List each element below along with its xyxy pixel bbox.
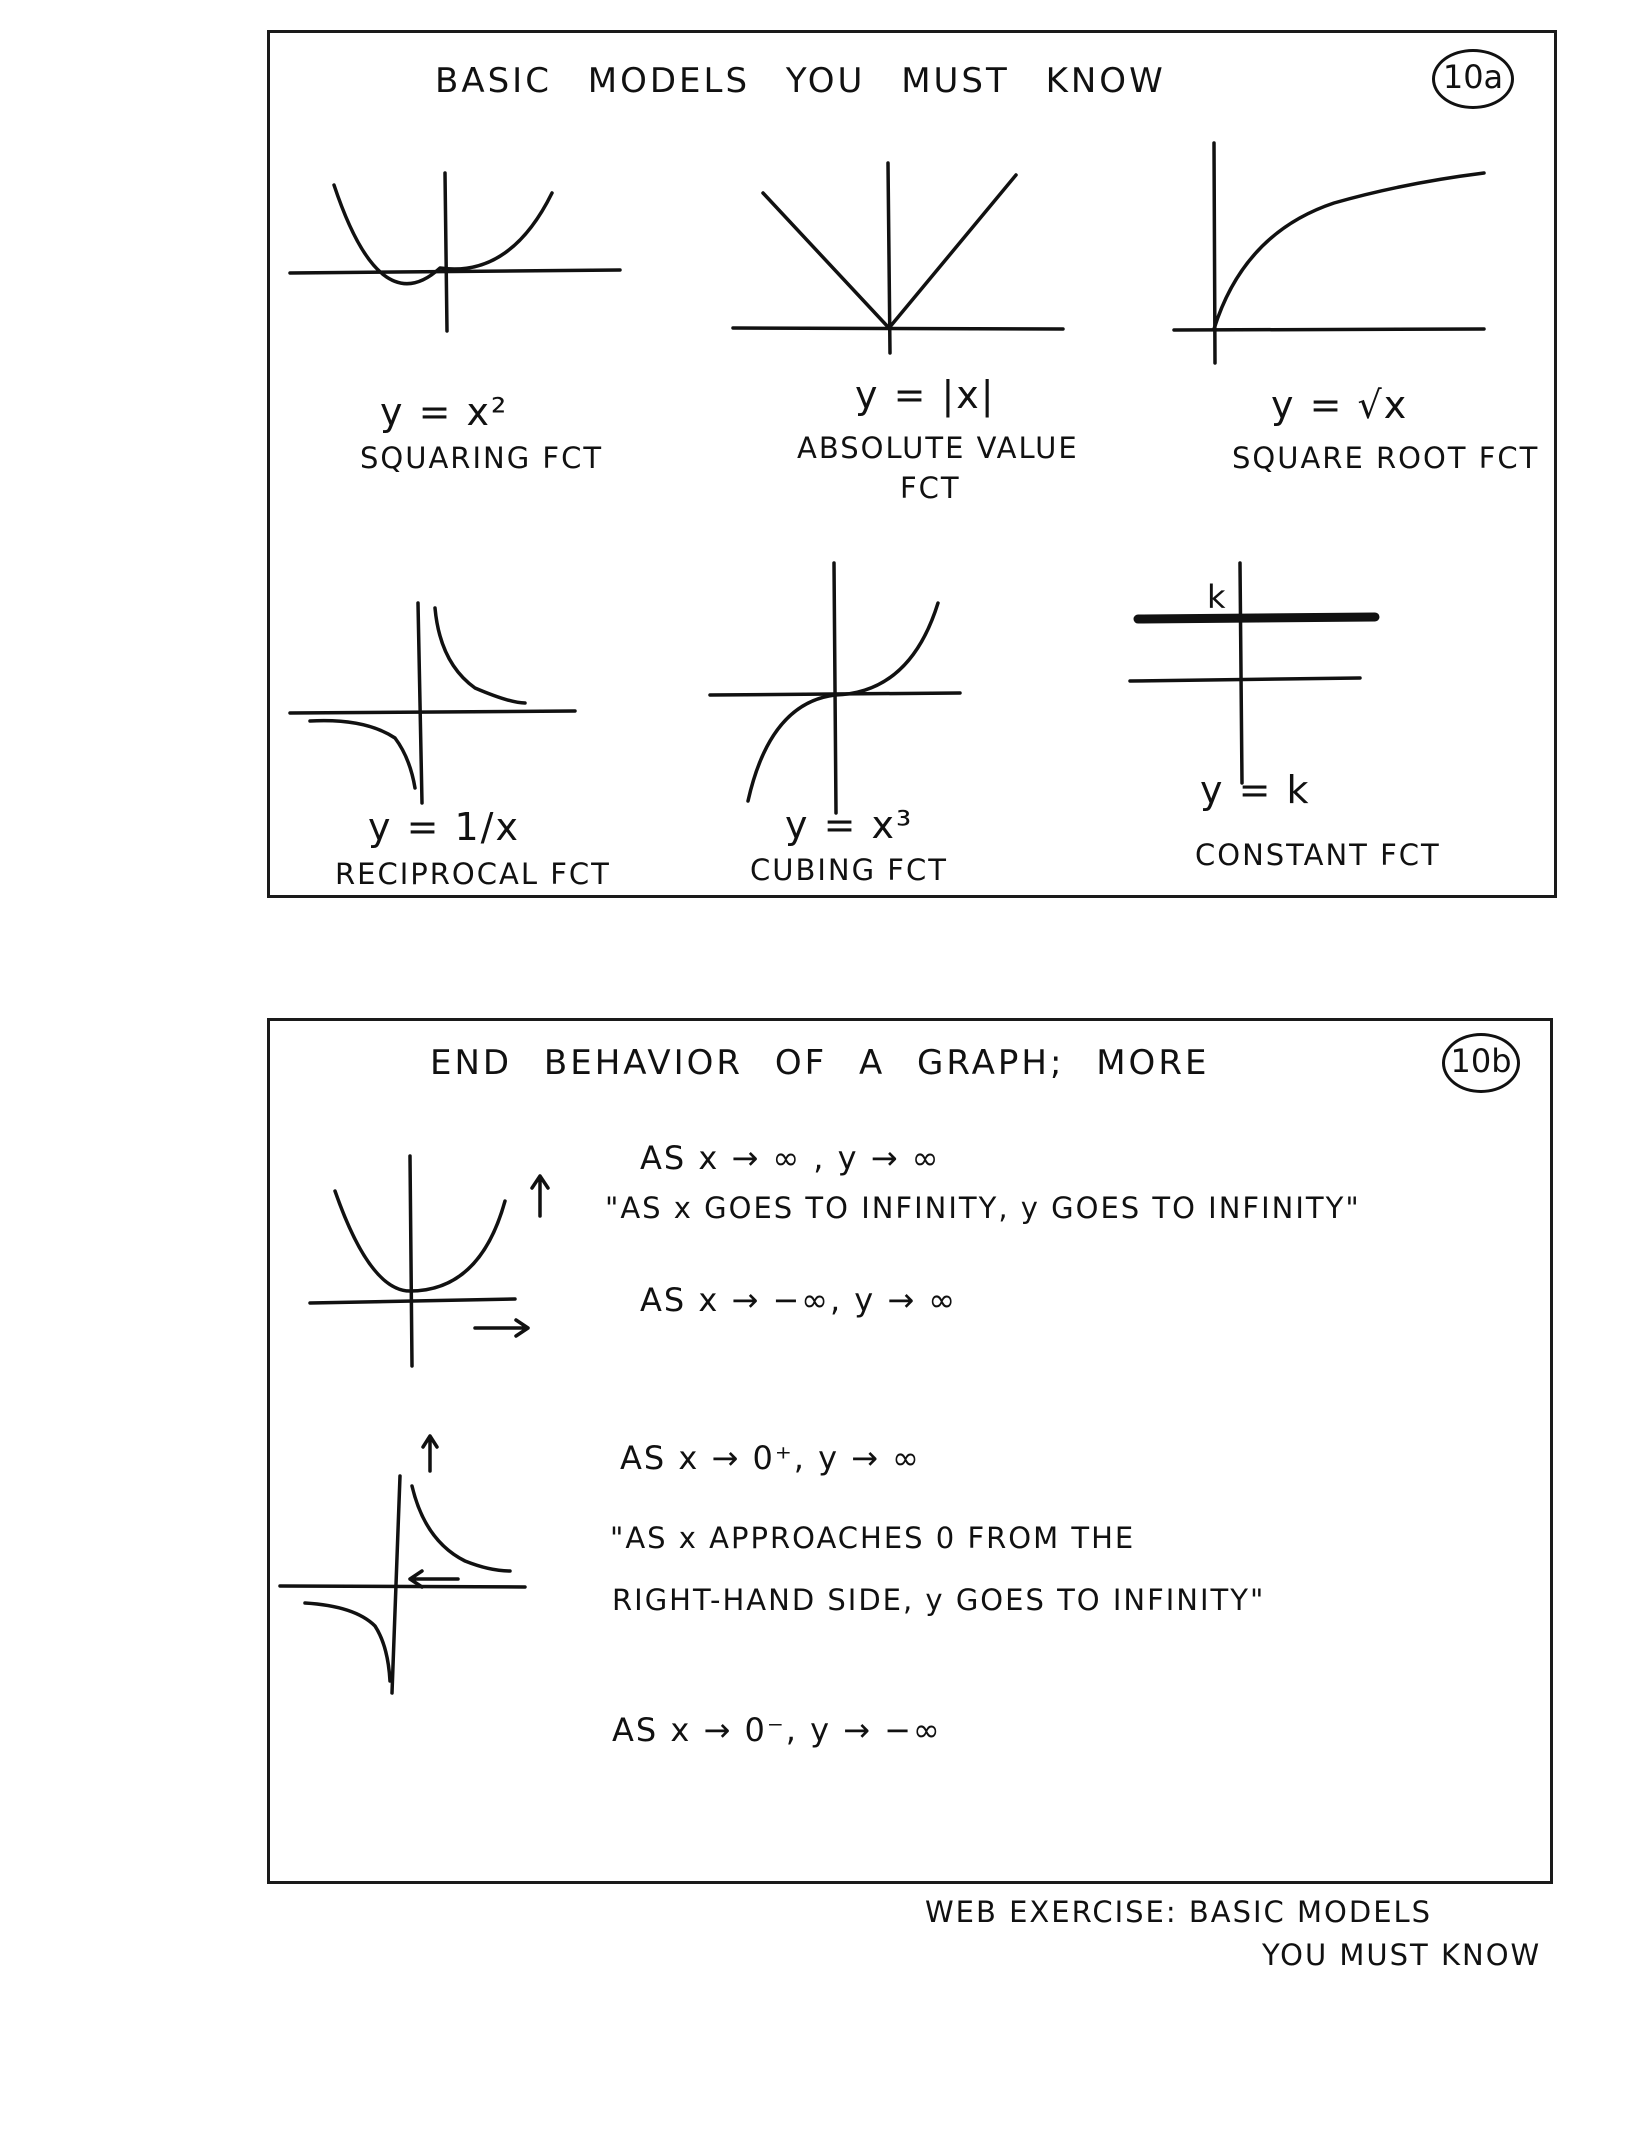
reciprocal-graph-icon <box>288 601 577 805</box>
parabola-graph-icon <box>288 171 622 333</box>
absolute-value-label-line1: ABSOLUTE VALUE <box>797 431 1079 465</box>
end-behavior-line-6: RIGHT-HAND SIDE, y GOES TO INFINITY" <box>612 1583 1266 1617</box>
cubic-graph-icon <box>708 561 962 815</box>
reciprocal-label: RECIPROCAL FCT <box>335 857 611 891</box>
square-root-label: SQUARE ROOT FCT <box>1232 441 1540 475</box>
square-root-equation: y = √x <box>1271 383 1409 427</box>
end-behavior-parabola-icon <box>308 1154 550 1368</box>
end-behavior-line-5: "AS x APPROACHES 0 FROM THE <box>610 1521 1136 1555</box>
panel-a-title: BASIC MODELS YOU MUST KNOW <box>435 61 1166 101</box>
panel-b-badge: 10b <box>1442 1033 1520 1093</box>
end-behavior-panel: END BEHAVIOR OF A GRAPH; MORE 10b AS x →… <box>267 1018 1553 1884</box>
end-behavior-line-3: AS x → −∞, y → ∞ <box>640 1281 958 1319</box>
squaring-label: SQUARING FCT <box>360 441 604 475</box>
footer-line-2: YOU MUST KNOW <box>1262 1938 1542 1972</box>
end-behavior-line-7: AS x → 0⁻, y → −∞ <box>612 1711 942 1749</box>
panel-a-badge: 10a <box>1432 49 1514 109</box>
squaring-equation: y = x² <box>380 390 509 434</box>
absolute-value-equation: y = |x| <box>855 373 996 417</box>
absolute-value-label-line2: FCT <box>900 471 961 505</box>
reciprocal-equation: y = 1/x <box>368 805 520 849</box>
constant-equation: y = k <box>1200 768 1311 812</box>
cubing-label: CUBING FCT <box>750 853 948 887</box>
absolute-value-graph-icon <box>731 161 1065 355</box>
cubing-equation: y = x³ <box>785 803 914 847</box>
constant-k-label: k <box>1207 578 1228 616</box>
footer-line-1: WEB EXERCISE: BASIC MODELS <box>925 1895 1433 1929</box>
constant-graph-icon <box>1128 561 1380 785</box>
end-behavior-line-1: AS x → ∞ , y → ∞ <box>640 1139 941 1177</box>
basic-models-panel: BASIC MODELS YOU MUST KNOW 10a y = x² SQ… <box>267 30 1557 898</box>
panel-b-title: END BEHAVIOR OF A GRAPH; MORE <box>430 1043 1210 1083</box>
end-behavior-reciprocal-icon <box>278 1434 527 1695</box>
square-root-graph-icon <box>1172 141 1486 365</box>
constant-label: CONSTANT FCT <box>1195 838 1441 872</box>
end-behavior-line-2: "AS x GOES TO INFINITY, y GOES TO INFINI… <box>605 1191 1361 1225</box>
end-behavior-line-4: AS x → 0⁺, y → ∞ <box>620 1439 921 1477</box>
